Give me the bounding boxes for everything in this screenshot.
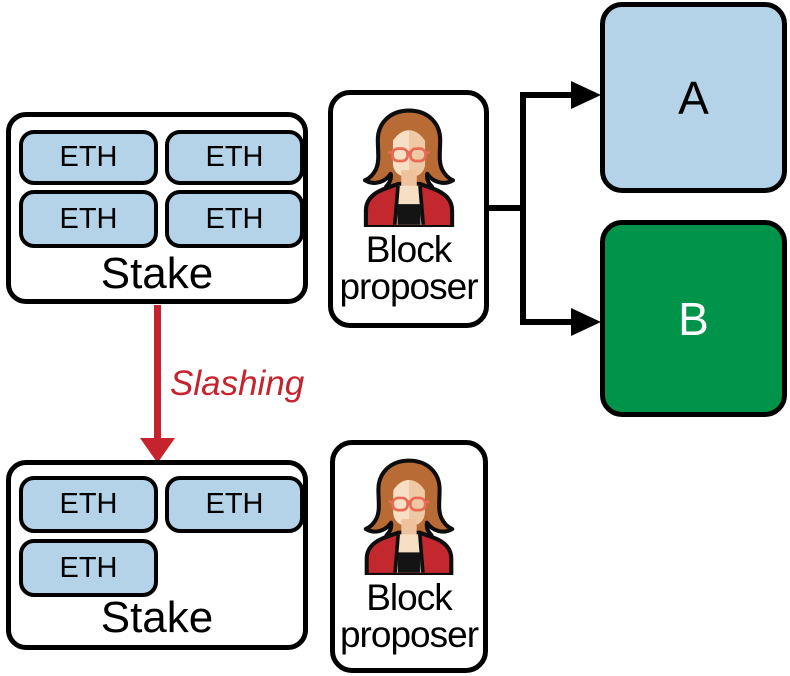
stake-label: Stake <box>100 593 214 642</box>
arrow-to-a-head <box>571 81 601 109</box>
eth-token-pill: ETH <box>19 539 158 597</box>
block-proposer-card-top: Block proposer <box>328 90 489 328</box>
block-a-box: A <box>600 2 787 193</box>
stake-box-after: ETH ETH ETH Stake <box>6 460 308 650</box>
slashing-arrow-head <box>140 438 175 463</box>
block-b-box: B <box>600 220 787 417</box>
eth-token-pill: ETH <box>165 476 304 533</box>
block-b-label: B <box>678 292 709 345</box>
block-proposer-label-line1: Block <box>366 577 452 618</box>
woman-avatar-icon <box>363 458 455 575</box>
block-proposer-label-line2: proposer <box>339 266 478 307</box>
eth-token-label: ETH <box>59 141 118 173</box>
stake-box-before: ETH ETH ETH ETH Stake <box>6 112 308 304</box>
eth-token-label: ETH <box>59 202 118 235</box>
eth-token-label: ETH <box>59 488 118 520</box>
eth-token-label: ETH <box>205 202 264 235</box>
eth-token-label: ETH <box>205 488 264 520</box>
block-a-label: A <box>678 71 709 124</box>
arrow-to-b-head <box>571 308 601 336</box>
block-proposer-label-line2: proposer <box>339 614 479 655</box>
branch-line <box>520 92 577 325</box>
block-proposer-label-line1: Block <box>365 229 452 270</box>
eth-token-pill: ETH <box>165 190 304 248</box>
eth-token-pill: ETH <box>19 130 158 185</box>
eth-token-pill: ETH <box>19 476 158 533</box>
eth-token-pill: ETH <box>165 130 304 185</box>
eth-token-label: ETH <box>59 551 118 584</box>
woman-avatar-icon <box>362 108 455 227</box>
block-proposer-card-bottom: Block proposer <box>330 440 488 673</box>
stake-label: Stake <box>100 249 214 298</box>
eth-token-pill: ETH <box>19 190 158 248</box>
eth-token-label: ETH <box>205 141 264 173</box>
slashing-label: Slashing <box>170 364 305 403</box>
